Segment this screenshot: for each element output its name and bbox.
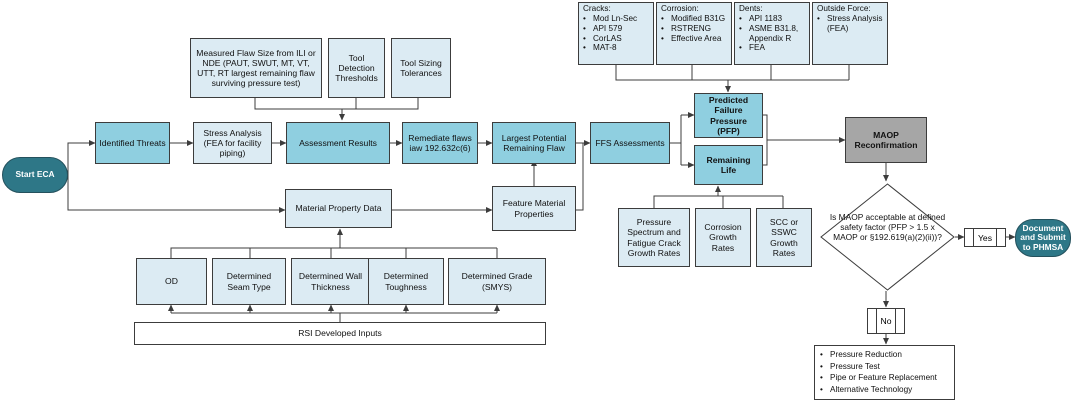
list-item: Alternative Technology [820,384,949,396]
remaining-life-box[interactable]: Remaining Life [694,145,763,185]
corrosion-methods-box[interactable]: Corrosion: Modified B31G RSTRENG Effecti… [656,2,732,65]
list-item: Mod Ln-Sec [583,14,649,24]
list-item: ASME B31.8, Appendix R [739,24,805,44]
measured-flaw-box[interactable]: Measured Flaw Size from ILI or NDE (PAUT… [190,38,322,98]
tool-detection-box[interactable]: Tool Detection Thresholds [328,38,385,98]
list-item: Modified B31G [661,14,727,24]
dents-title: Dents: [739,4,763,13]
feature-material-box[interactable]: Feature Material Properties [492,186,576,231]
start-eca-terminal[interactable]: Start ECA [2,157,68,193]
list-item: Pressure Test [820,361,949,373]
list-item: API 579 [583,24,649,34]
list-item: Pipe or Feature Replacement [820,372,949,384]
maop-decision-diamond[interactable] [820,183,955,291]
stress-analysis-box[interactable]: Stress Analysis (FEA for facility piping… [193,122,272,164]
cracks-methods-box[interactable]: Cracks: Mod Ln-Sec API 579 CorLAS MAT-8 [578,2,654,65]
corrosion-growth-box[interactable]: Corrosion Growth Rates [695,208,751,267]
list-item: MAT-8 [583,43,649,53]
ffs-assessments-box[interactable]: FFS Assessments [590,122,670,164]
list-item: RSTRENG [661,24,727,34]
no-label: No [880,316,892,326]
list-item: Stress Analysis (FEA) [817,14,883,34]
pressure-spectrum-box[interactable]: Pressure Spectrum and Fatigue Crack Grow… [618,208,690,267]
wall-thickness-box[interactable]: Determined Wall Thickness [291,258,370,305]
cracks-title: Cracks: [583,4,611,13]
outside-force-methods-box[interactable]: Outside Force: Stress Analysis (FEA) [812,2,888,65]
list-item: FEA [739,43,805,53]
predicted-failure-pressure-box[interactable]: Predicted Failure Pressure (PFP) [694,93,763,138]
list-item: Pressure Reduction [820,349,949,361]
list-item: Effective Area [661,34,727,44]
identified-threats-box[interactable]: Identified Threats [95,122,170,164]
toughness-box[interactable]: Determined Toughness [368,258,444,305]
no-options-box[interactable]: Pressure Reduction Pressure Test Pipe or… [814,345,955,400]
maop-reconfirmation-box[interactable]: MAOP Reconfirmation [845,117,927,163]
corrosion-title: Corrosion: [661,4,699,13]
largest-flaw-box[interactable]: Largest Potential Remaining Flaw [492,122,576,164]
list-item: API 1183 [739,14,805,24]
list-item: CorLAS [583,34,649,44]
tool-sizing-box[interactable]: Tool Sizing Tolerances [391,38,451,98]
assessment-results-box[interactable]: Assessment Results [286,122,390,164]
rsi-inputs-box[interactable]: RSI Developed Inputs [134,322,546,345]
document-submit-terminal[interactable]: Document and Submit to PHMSA [1015,219,1071,257]
od-box[interactable]: OD [136,258,207,305]
maop-decision-text: Is MAOP acceptable at defined safety fac… [829,212,946,243]
yes-label: Yes [977,232,993,243]
yes-label-box[interactable]: Yes [964,228,1006,247]
scc-growth-box[interactable]: SCC or SSWC Growth Rates [756,208,812,267]
outside-force-title: Outside Force: [817,4,871,13]
grade-box[interactable]: Determined Grade (SMYS) [448,258,546,305]
dents-methods-box[interactable]: Dents: API 1183 ASME B31.8, Appendix R F… [734,2,810,65]
no-label-box[interactable]: No [867,308,905,334]
seam-type-box[interactable]: Determined Seam Type [212,258,286,305]
remediate-flaws-box[interactable]: Remediate flaws iaw 192.632c(6) [402,122,478,164]
material-property-box[interactable]: Material Property Data [285,189,392,228]
